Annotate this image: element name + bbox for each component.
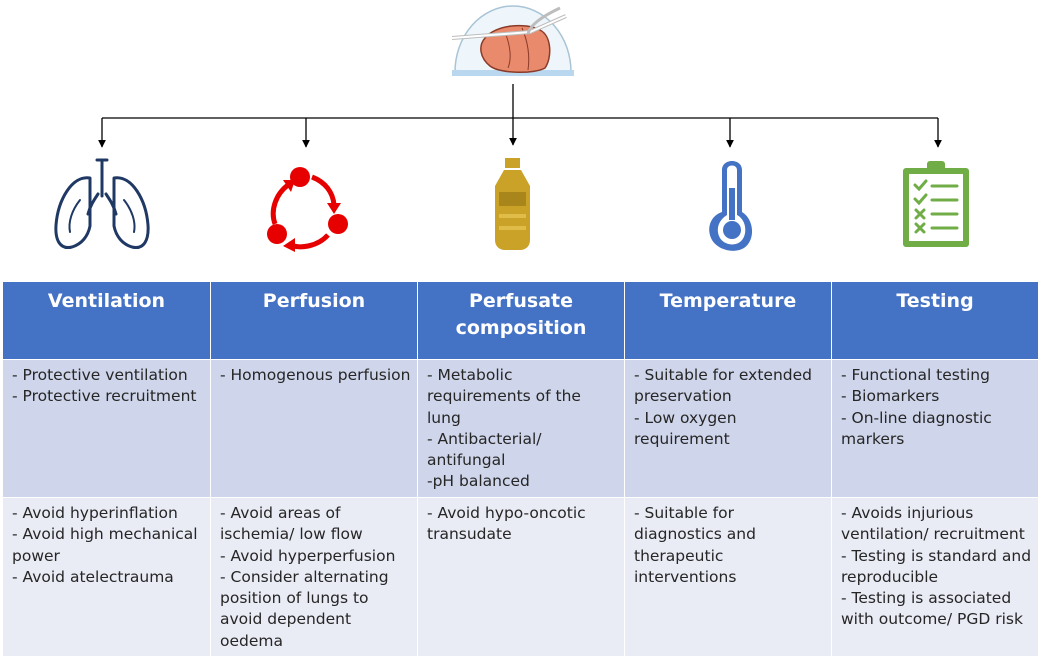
cell-perfusate-row1: - Metabolic requirements of the lung - A… [417,359,625,498]
header-row: Ventilation Perfusion Perfusate composit… [2,281,1039,360]
table-row: - Protective ventilation - Protective re… [2,359,1039,498]
header-perfusate-composition: Perfusate composition [417,281,625,360]
bottle-icon [495,158,530,250]
thermometer-icon [709,161,753,251]
header-ventilation: Ventilation [2,281,211,360]
cell-ventilation-row1: - Protective ventilation - Protective re… [2,359,211,498]
header-temperature: Temperature [624,281,832,360]
connector-lines [98,84,942,148]
lungs-icon [54,158,150,250]
table-row: - Avoid hyperinflation - Avoid high mech… [2,497,1039,657]
cell-temperature-row1: - Suitable for extended preservation - L… [624,359,832,498]
cell-testing-row2: - Avoids injurious ventilation/ recruitm… [831,497,1039,657]
circular-arrows-icon [267,167,348,252]
criteria-table: Ventilation Perfusion Perfusate composit… [2,281,1039,657]
cell-ventilation-row2: - Avoid hyperinflation - Avoid high mech… [2,497,211,657]
header-perfusion: Perfusion [210,281,418,360]
cell-perfusate-row2: - Avoid hypo-oncotic transudate [417,497,625,657]
clipboard-checklist-icon [903,161,969,247]
header-testing: Testing [831,281,1039,360]
organ-perfusion-dome-icon [451,5,574,76]
tree-diagram [54,5,969,252]
cell-testing-row1: - Functional testing - Biomarkers - On-l… [831,359,1039,498]
cell-perfusion-row2: - Avoid areas of ischemia/ low flow - Av… [210,497,418,657]
cell-temperature-row2: - Suitable for diagnostics and therapeut… [624,497,832,657]
cell-perfusion-row1: - Homogenous perfusion [210,359,418,498]
